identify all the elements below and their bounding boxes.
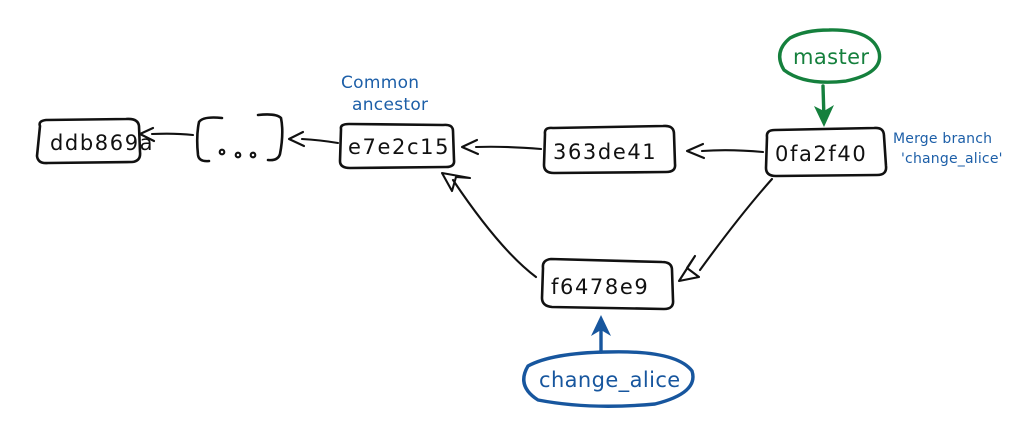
arrowhead bbox=[460, 138, 480, 156]
commit-node-0fa2f40[interactable]: 0fa2f40 bbox=[764, 126, 888, 178]
branch-label-change-alice[interactable]: change_alice bbox=[522, 350, 695, 408]
arrow-shaft bbox=[300, 137, 340, 145]
commit-node-e7e2c15[interactable]: e7e2c15 bbox=[338, 122, 456, 170]
commit-hash-label: ddb869a bbox=[50, 131, 154, 155]
arrow-shaft bbox=[700, 149, 765, 154]
commit-hash-label: e7e2c15 bbox=[348, 135, 450, 159]
branch-ellipse-outline bbox=[522, 350, 695, 408]
commit-hash-label: f6478e9 bbox=[551, 275, 649, 299]
arrow-e7e2c15-to-ellipsis bbox=[287, 130, 340, 148]
arrow-363de41-to-e7e2c15 bbox=[460, 138, 543, 156]
annotation-line-1: Common bbox=[341, 73, 419, 93]
arrow-ellipsis-to-ddb869a bbox=[138, 126, 195, 143]
arrowhead bbox=[138, 126, 156, 143]
ellipsis-dot-3 bbox=[249, 151, 257, 159]
arrowhead bbox=[677, 254, 701, 283]
annotation-line-2: ancestor bbox=[352, 95, 428, 115]
arrow-0fa2f40-to-f6478e9 bbox=[677, 177, 774, 283]
annotation-merge-commit-message: Merge branch 'change_alice' bbox=[893, 131, 1003, 167]
commit-hash-label: 363de41 bbox=[553, 140, 657, 164]
arrowhead bbox=[440, 171, 472, 193]
commit-node-f6478e9[interactable]: f6478e9 bbox=[540, 257, 675, 311]
commit-box-outline bbox=[764, 126, 888, 178]
arrowhead bbox=[287, 130, 306, 148]
ellipsis-dot-1 bbox=[218, 148, 226, 156]
arrowhead bbox=[685, 142, 706, 160]
annotation-line-1: Merge branch bbox=[893, 131, 992, 147]
annotation-common-ancestor: Common ancestor bbox=[341, 73, 428, 115]
commit-box-outline bbox=[338, 122, 456, 170]
arrow-shaft bbox=[474, 145, 543, 151]
arrow-master-to-0fa2f40 bbox=[814, 84, 834, 127]
ellipsis-dot-2 bbox=[234, 151, 242, 159]
arrow-shaft bbox=[698, 177, 774, 272]
arrow-shaft bbox=[451, 178, 538, 279]
branch-name-label: change_alice bbox=[539, 368, 681, 393]
branch-ellipse-outline bbox=[777, 28, 882, 84]
branch-label-master[interactable]: master bbox=[777, 28, 882, 84]
commit-box-outline bbox=[542, 124, 677, 175]
commit-box-outline bbox=[35, 117, 142, 165]
annotation-line-2: 'change_alice' bbox=[901, 151, 1003, 167]
commit-node-ddb869a[interactable]: ddb869a bbox=[35, 117, 154, 165]
ellipsis-placeholder bbox=[195, 113, 284, 163]
arrow-change-alice-to-f6478e9 bbox=[591, 315, 611, 354]
arrowhead bbox=[814, 105, 834, 127]
close-bracket-stroke bbox=[256, 113, 284, 162]
branch-name-label: master bbox=[793, 45, 869, 69]
commit-hash-label: 0fa2f40 bbox=[775, 142, 867, 166]
arrow-0fa2f40-to-363de41 bbox=[685, 142, 765, 160]
open-bracket-stroke bbox=[195, 116, 224, 163]
arrowhead bbox=[591, 315, 611, 336]
arrow-f6478e9-to-e7e2c15 bbox=[440, 171, 538, 279]
arrow-shaft bbox=[150, 132, 195, 137]
commit-node-363de41[interactable]: 363de41 bbox=[542, 124, 677, 175]
commit-box-outline bbox=[540, 257, 675, 311]
